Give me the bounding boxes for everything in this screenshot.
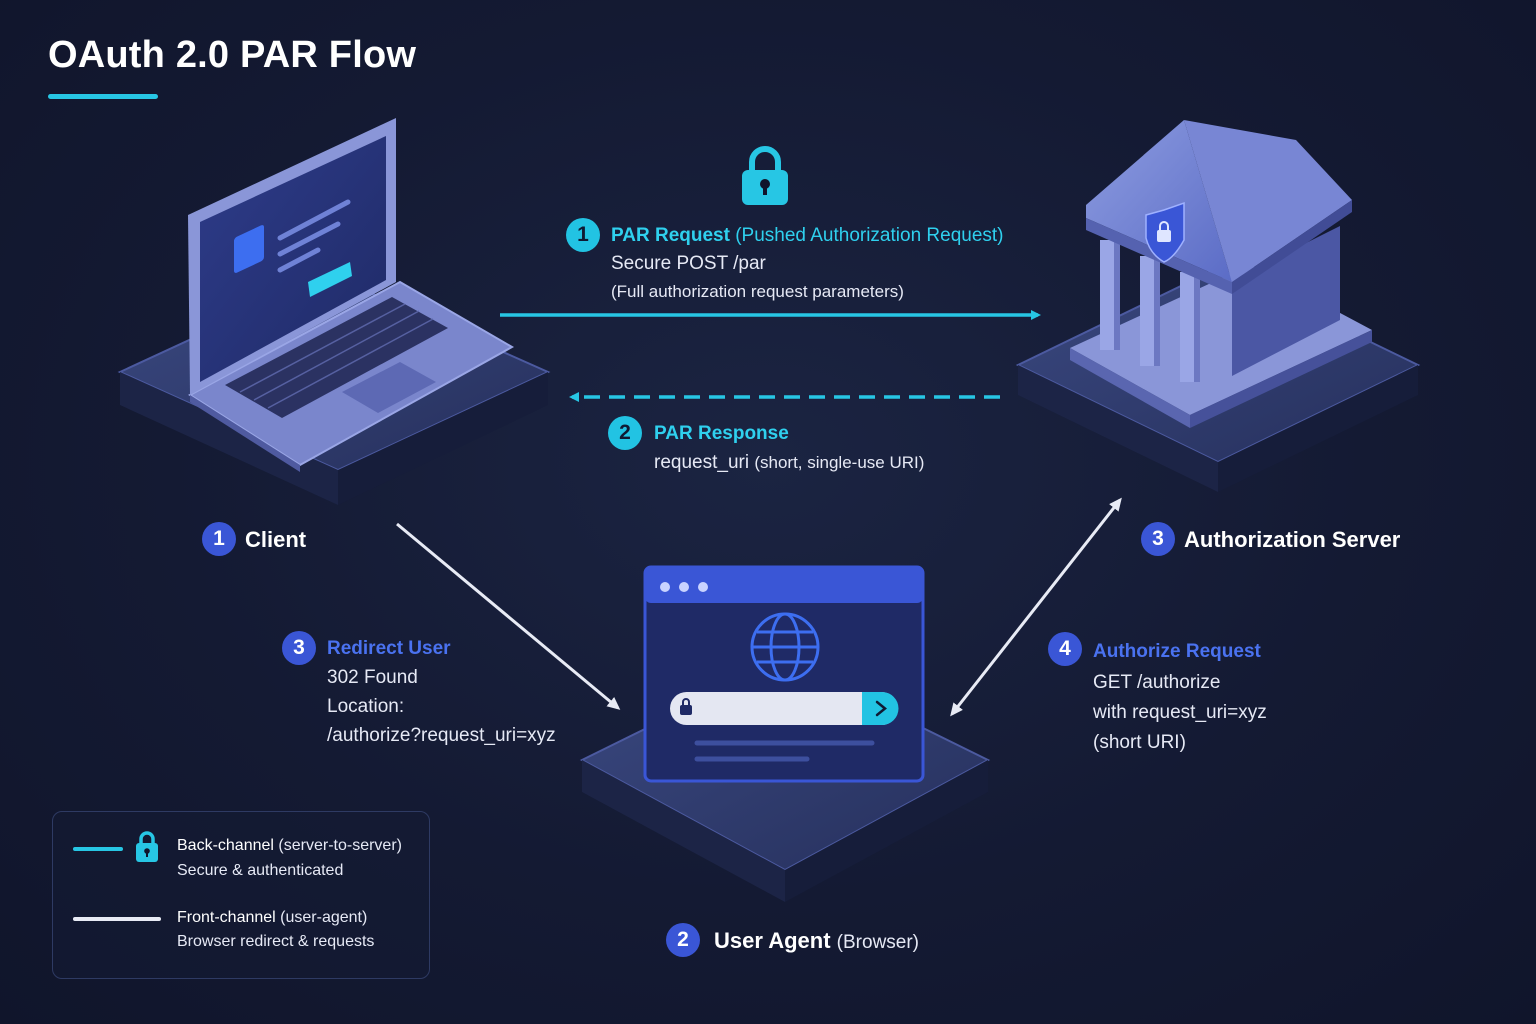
step-badge-redirect: 3 [282, 631, 316, 665]
front-channel-desc: Browser redirect & requests [177, 933, 375, 950]
page-title: OAuth 2.0 PAR Flow [48, 34, 417, 76]
lock-icon [680, 698, 692, 715]
back-channel-heading: Back-channel (server-to-server) [177, 834, 402, 858]
par-response-note: (short, single-use URI) [754, 453, 925, 472]
front-channel-note: (user-agent) [280, 909, 368, 926]
user-agent-sub: (Browser) [836, 932, 920, 953]
user-agent-badge: 2 [666, 923, 700, 957]
back-channel-desc: Secure & authenticated [177, 862, 344, 879]
back-channel-note: (server-to-server) [278, 837, 402, 854]
par-response-code: request_uri [654, 452, 750, 473]
par-request-label: PAR Request (Pushed Authorization Reques… [611, 221, 1004, 250]
par-request-line1: Secure POST /par [611, 253, 766, 274]
authorize-line3: (short URI) [1093, 732, 1186, 753]
par-request-note: (Pushed Authorization Request) [735, 225, 1004, 246]
par-request-title: PAR Request [611, 225, 730, 246]
chevron-right-icon [875, 700, 887, 717]
authorize-arrow [950, 497, 1122, 717]
back-channel-title: Back-channel [177, 837, 274, 854]
step-badge-par-request: 1 [566, 218, 600, 252]
redirect-line3: /authorize?request_uri=xyz [327, 725, 556, 746]
back-channel-line [73, 847, 123, 851]
authorize-title: Authorize Request [1093, 641, 1261, 662]
par-request-line2: (Full authorization request parameters) [611, 282, 904, 301]
legend: Back-channel (server-to-server) Secure &… [52, 811, 430, 979]
shield-lock-icon [1145, 201, 1185, 263]
client-badge: 1 [202, 522, 236, 556]
client-label: Client [245, 527, 307, 552]
redirect-line1: 302 Found [327, 667, 418, 688]
user-agent-label: User Agent (Browser) [714, 928, 919, 954]
auth-server-label: Authorization Server [1184, 527, 1401, 552]
authorize-line2: with request_uri=xyz [1093, 702, 1267, 723]
redirect-title: Redirect User [327, 638, 451, 659]
front-channel-heading: Front-channel (user-agent) [177, 906, 367, 930]
par-response-line1: request_uri (short, single-use URI) [654, 448, 924, 477]
lock-icon [136, 831, 158, 862]
front-channel-title: Front-channel [177, 909, 276, 926]
step-badge-authorize: 4 [1048, 632, 1082, 666]
bank-building-icon [1015, 120, 1421, 492]
lock-icon [742, 146, 788, 205]
user-agent-title: User Agent [714, 928, 831, 953]
auth-server-badge: 3 [1141, 522, 1175, 556]
globe-icon [750, 612, 820, 682]
par-response-title: PAR Response [654, 423, 789, 444]
redirect-arrow [396, 522, 621, 710]
front-channel-line [73, 917, 161, 921]
step-badge-par-response: 2 [608, 416, 642, 450]
client-laptop [117, 118, 551, 505]
redirect-line2: Location: [327, 696, 405, 717]
browser-window-icon [579, 565, 991, 902]
title-underline [48, 94, 158, 99]
authorize-line1: GET /authorize [1093, 672, 1221, 693]
